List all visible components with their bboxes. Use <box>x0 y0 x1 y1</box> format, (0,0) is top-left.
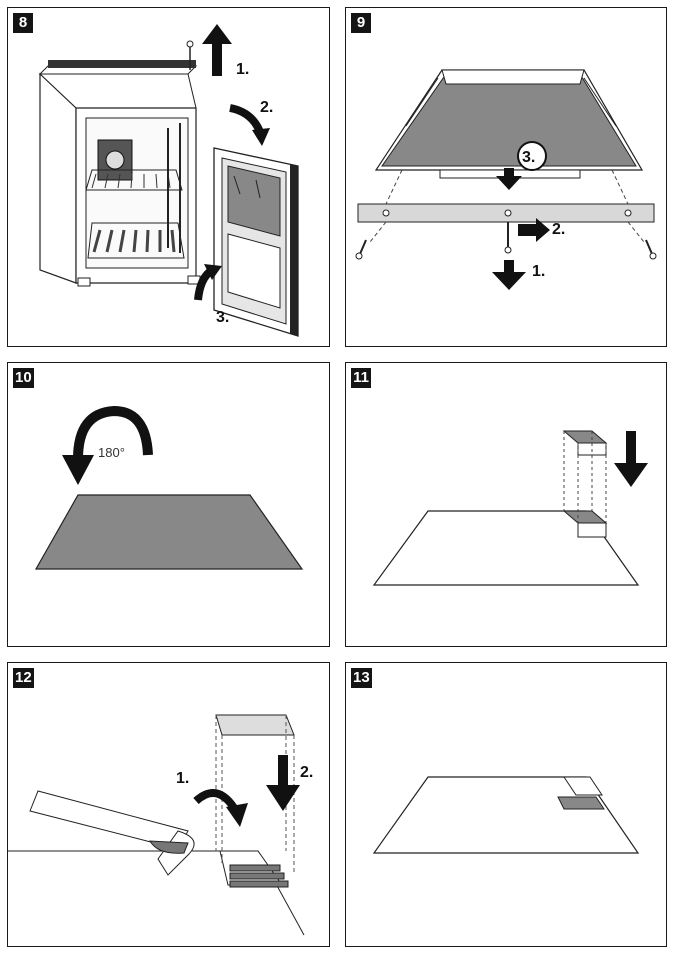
fan-unit <box>97 139 133 181</box>
step-9-label-2: 2. <box>552 221 565 238</box>
door-bracket-illustration: 3. 2. 1. <box>355 69 657 290</box>
step-11-panel: 11 <box>345 362 667 647</box>
rotation-label: 180° <box>98 445 125 460</box>
step-9-number: 9 <box>351 13 371 33</box>
step-8-label-2: 2. <box>260 99 273 116</box>
door-panel <box>34 494 304 570</box>
step-12-label-2: 2. <box>300 764 313 781</box>
step-12-panel: 12 1. 2. <box>7 662 330 947</box>
finished-door-illustration <box>372 776 640 854</box>
cover-plate-illustration <box>372 430 648 586</box>
arrow-down-icon <box>492 260 526 290</box>
rotate-door-illustration: 180° <box>34 405 304 570</box>
fridge-door-removal-illustration: 1. 2. 3. <box>38 24 299 337</box>
rotate-arrow-icon <box>73 405 153 460</box>
arrow-curve-right-icon <box>229 104 264 134</box>
cover-plate-top <box>562 430 608 444</box>
step-8-panel: 8 <box>7 7 330 347</box>
step-13-number: 13 <box>351 668 372 688</box>
door-panel <box>372 510 640 586</box>
step-9-panel: 9 3. 2. 1. <box>345 7 667 347</box>
arrow-right-icon <box>518 218 550 242</box>
cover-plate <box>215 714 295 736</box>
step-9-label-1: 1. <box>532 263 545 280</box>
adhesive-tape-illustration: 1. 2. <box>8 714 313 936</box>
step-10-panel: 10 180° <box>7 362 330 647</box>
step-11-number: 11 <box>351 368 371 388</box>
step-10-number: 10 <box>13 368 34 388</box>
step-8-number: 8 <box>13 13 33 33</box>
arrow-down-icon <box>614 431 648 487</box>
door-panel <box>372 776 640 854</box>
cabinet-top-strip <box>48 60 196 68</box>
arrow-down-small-icon <box>496 168 522 190</box>
arrow-down-icon <box>266 755 300 811</box>
step-8-label-3: 3. <box>216 309 229 326</box>
tape-strip <box>29 790 189 850</box>
step-12-number: 12 <box>13 668 34 688</box>
step-9-label-3: 3. <box>522 149 535 166</box>
step-12-label-1: 1. <box>176 770 189 787</box>
step-13-panel: 13 <box>345 662 667 947</box>
step-8-label-1: 1. <box>236 61 249 78</box>
door-panel <box>381 73 637 167</box>
cabinet-side <box>39 72 77 284</box>
arrow-up-icon <box>202 24 232 76</box>
cover-plate-attached <box>563 776 603 796</box>
